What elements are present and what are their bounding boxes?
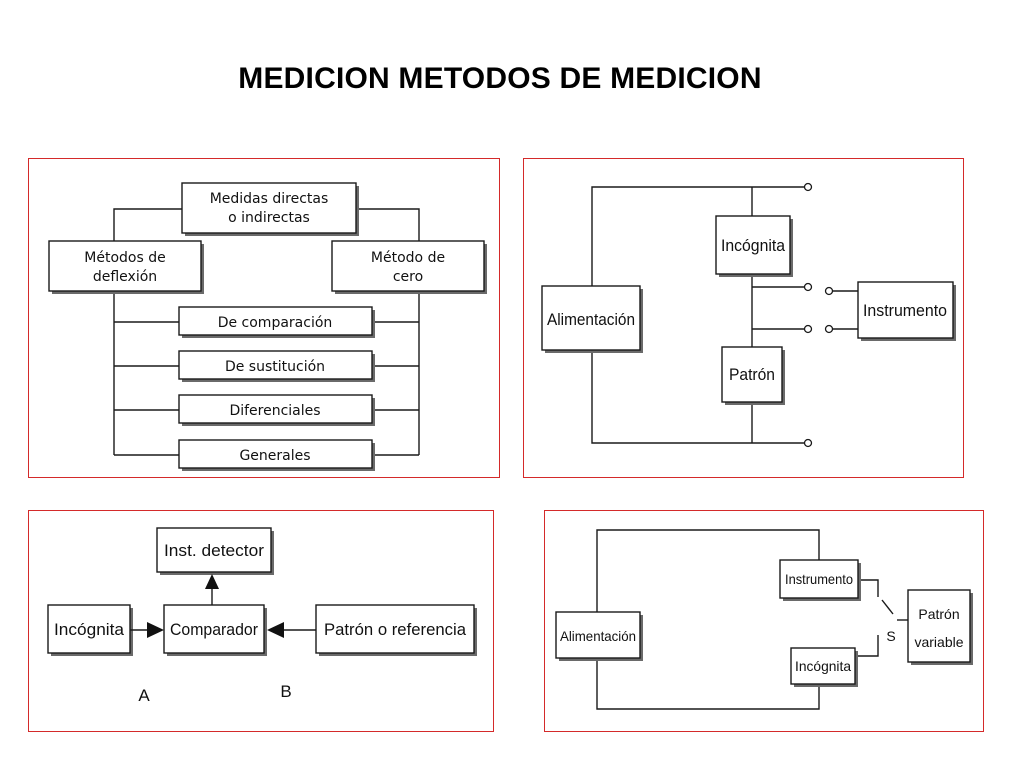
arrow-up-icon <box>205 574 219 589</box>
patron-variable-box <box>907 589 971 663</box>
deflexion-label-1: Métodos de <box>84 250 165 266</box>
wire-line <box>858 579 879 597</box>
patron-label: Patrón <box>729 365 775 384</box>
comparacion-label: De comparación <box>218 315 333 331</box>
incognita-label: Incógnita <box>795 658 851 674</box>
alimentacion-box <box>541 285 641 351</box>
arrow-left-icon <box>267 622 284 638</box>
detector-label: Inst. detector <box>164 541 264 560</box>
methods-classification-panel: Medidas directas o indirectas Métodos de… <box>28 158 500 478</box>
patron-referencia-label: Patrón o referencia <box>324 620 467 639</box>
terminal-icon <box>803 182 813 192</box>
incognita-label: Incógnita <box>54 620 125 639</box>
connector-line <box>356 208 420 241</box>
cero-label-1: Método de <box>371 250 445 266</box>
wire-line <box>858 635 879 657</box>
generales-box <box>178 439 373 469</box>
comparacion-box <box>178 306 373 336</box>
sustitucion-circuit-panel: Alimentación Incógnita Patrón Instrument… <box>523 158 964 478</box>
medidas-box <box>181 182 357 234</box>
patron-box <box>721 346 783 403</box>
arrow-right-icon <box>147 622 164 638</box>
comparador-label: Comparador <box>170 620 258 639</box>
deflexion-box <box>48 240 202 292</box>
incognita-box <box>715 215 791 275</box>
incognita-label: Incógnita <box>721 236 786 255</box>
incognita-box <box>790 647 856 685</box>
terminal-icon <box>803 282 813 292</box>
bottom-wire-line <box>596 661 820 710</box>
instrumento-label: Instrumento <box>785 571 853 587</box>
methods-classification-diagram: Medidas directas o indirectas Métodos de… <box>48 182 487 471</box>
terminal-icon <box>803 324 813 334</box>
cero-label-2: cero <box>393 269 423 285</box>
label-b: B <box>280 682 291 701</box>
deflexion-label-2: deflexión <box>93 269 157 285</box>
terminal-icon <box>824 286 834 296</box>
generales-label: Generales <box>239 448 310 464</box>
label-a: A <box>138 686 150 705</box>
incognita-box <box>47 604 131 654</box>
alimentacion-label: Alimentación <box>560 628 636 644</box>
terminal-icon <box>824 324 834 334</box>
detector-box <box>156 527 272 573</box>
diferenciales-label: Diferenciales <box>229 403 320 419</box>
patron-variable-label-2: variable <box>914 634 963 650</box>
switch-lever-line <box>881 599 894 615</box>
top-wire-line <box>596 529 820 613</box>
diferenciales-box <box>178 394 373 424</box>
switch-label: S <box>886 628 895 644</box>
instrumento-box <box>779 559 859 599</box>
medidas-label-1: Medidas directas <box>210 191 329 207</box>
instrumento-label: Instrumento <box>863 301 947 320</box>
sustitucion-label: De sustitución <box>225 359 325 375</box>
patron-referencia-box <box>315 604 475 654</box>
connector-line <box>113 208 182 241</box>
alimentacion-box <box>555 611 641 659</box>
slide-title: MEDICION METODOS DE MEDICION <box>238 62 762 95</box>
diferencial-circuit-panel: Alimentación Instrumento Incógnita S Pat… <box>544 510 984 732</box>
comparador-panel: Inst. detector Incógnita Comparador Patr… <box>28 510 494 732</box>
medidas-label-2: o indirectas <box>228 210 310 226</box>
sustitucion-circuit-diagram: Alimentación Incógnita Patrón Instrument… <box>541 182 956 448</box>
terminal-icon <box>803 438 813 448</box>
comparador-diagram: Inst. detector Incógnita Comparador Patr… <box>47 527 477 705</box>
alimentacion-label: Alimentación <box>547 310 635 329</box>
instrumento-box <box>857 281 954 339</box>
sustitucion-box <box>178 350 373 380</box>
comparador-box <box>163 604 265 654</box>
cero-box <box>331 240 485 292</box>
top-rail-line <box>591 186 804 286</box>
bottom-rail-line <box>591 351 804 444</box>
patron-variable-label-1: Patrón <box>918 606 959 622</box>
diferencial-circuit-diagram: Alimentación Instrumento Incógnita S Pat… <box>555 529 973 710</box>
